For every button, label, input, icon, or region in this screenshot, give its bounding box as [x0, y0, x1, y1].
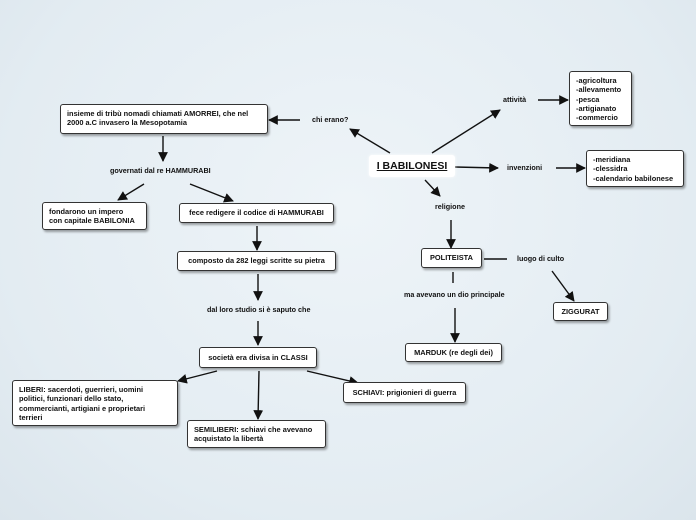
- label-invenzioni[interactable]: invenzioni: [507, 163, 543, 172]
- node-societa-classi[interactable]: società era divisa in CLASSI: [199, 347, 317, 368]
- label-luogo-di-culto[interactable]: luogo di culto: [517, 254, 565, 263]
- link-societa-schiavi: [306, 370, 359, 386]
- link-root-invenzioni: [454, 162, 499, 173]
- node-liberi[interactable]: LIBERI: sacerdoti, guerrieri, uomini pol…: [12, 380, 178, 426]
- link-luogo-ziggurat: [551, 270, 575, 302]
- link-governati-fondarono: [117, 183, 145, 201]
- link-societa-liberi: [177, 370, 218, 384]
- node-codice-hammurabi[interactable]: fece redigere il codice di HAMMURABI: [179, 203, 334, 223]
- node-politeista[interactable]: POLITEISTA: [421, 248, 482, 268]
- link-societa-semiliberi: [253, 370, 264, 420]
- label-attivita[interactable]: attività: [503, 95, 527, 104]
- node-schiavi[interactable]: SCHIAVI: prigionieri di guerra: [343, 382, 466, 403]
- label-dal-loro-studio[interactable]: dal loro studio si è saputo che: [207, 305, 311, 314]
- link-governati-codice: [189, 183, 234, 203]
- label-dio-principale[interactable]: ma avevano un dio principale: [404, 290, 505, 299]
- node-282-leggi[interactable]: composto da 282 leggi scritte su pietra: [177, 251, 336, 271]
- node-marduk[interactable]: MARDUK (re degli dei): [405, 343, 502, 362]
- link-root-religione: [424, 179, 441, 197]
- node-semiliberi[interactable]: SEMILIBERI: schiavi che avevano acquista…: [187, 420, 326, 448]
- node-ziggurat[interactable]: ZIGGURAT: [553, 302, 608, 321]
- label-governati[interactable]: governati dal re HAMMURABI: [110, 166, 211, 175]
- link-root-attivita: [431, 109, 501, 154]
- link-root-chi-erano: [349, 128, 391, 154]
- label-chi-erano[interactable]: chi erano?: [312, 115, 349, 124]
- label-religione[interactable]: religione: [435, 202, 465, 211]
- node-amorrei[interactable]: insieme di tribù nomadi chiamati AMORREI…: [60, 104, 268, 134]
- node-attivita-list[interactable]: -agricoltura -allevamento -pesca -artigi…: [569, 71, 632, 126]
- node-fondarono-impero[interactable]: fondarono un impero con capitale BABILON…: [42, 202, 147, 230]
- root-topic[interactable]: I BABILONESI: [369, 155, 455, 177]
- node-invenzioni-list[interactable]: -meridiana -clessidra -calendario babilo…: [586, 150, 684, 187]
